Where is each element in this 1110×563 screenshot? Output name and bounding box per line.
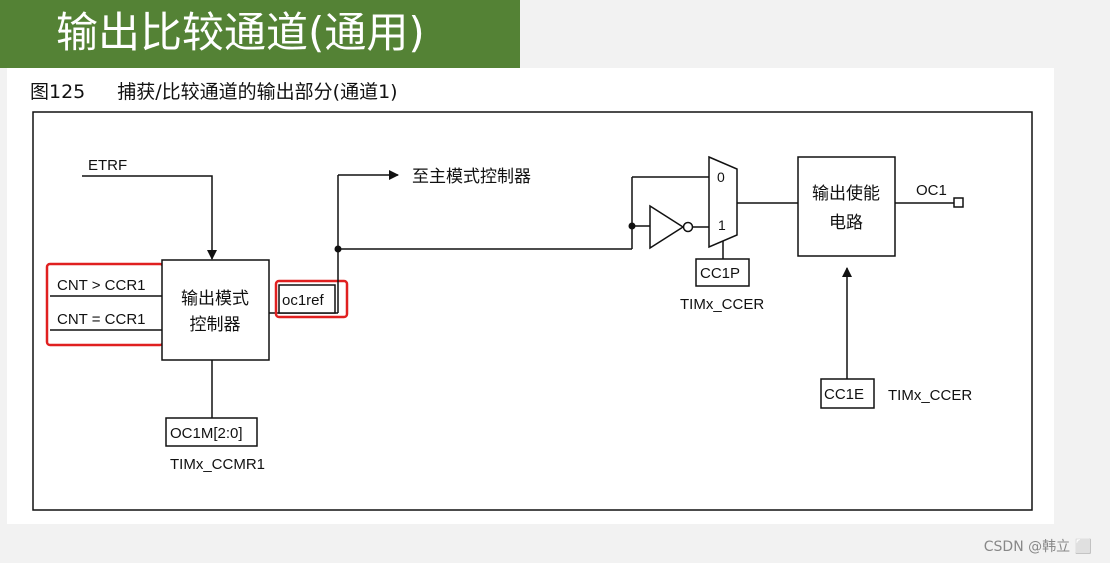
- enable-circuit-label-2: 电路: [829, 213, 863, 233]
- watermark: CSDN @韩立 ⬜: [983, 539, 1092, 555]
- figure-caption-text: 捕获/比较通道的输出部分(通道1): [117, 81, 398, 103]
- mode-controller-label-1: 输出模式: [181, 289, 249, 309]
- cc1p-box: [695, 258, 750, 287]
- oc1ref-box: [278, 284, 336, 314]
- ccer-label-1: TIMx_CCER: [680, 296, 764, 313]
- page-title: 输出比较通道(通用): [56, 8, 425, 57]
- ccmr1-label: TIMx_CCMR1: [170, 456, 265, 473]
- oc1ref-highlight-box: [274, 279, 349, 319]
- mux-input-0-label: 0: [717, 169, 725, 185]
- oc1-pin: [953, 197, 964, 208]
- cc1e-box: [820, 378, 875, 409]
- inverter-gate: [649, 204, 685, 250]
- oc1m-label: OC1M[2:0]: [170, 425, 243, 442]
- oc1m-box: [165, 417, 258, 447]
- mux-input-1-label: 1: [718, 217, 726, 233]
- ccer-label-2: TIMx_CCER: [888, 387, 972, 404]
- inverter-bubble: [682, 221, 694, 233]
- oc1ref-label: oc1ref: [282, 292, 325, 309]
- mode-controller-label-2: 控制器: [190, 315, 241, 335]
- diagram-frame: [32, 111, 1033, 511]
- cnt-gt-label: CNT > CCR1: [57, 277, 146, 294]
- etrf-label: ETRF: [88, 157, 127, 174]
- output-mode-controller: [161, 259, 270, 361]
- cc1e-label: CC1E: [824, 386, 864, 403]
- title-banner: 输出比较通道(通用): [0, 0, 520, 68]
- enable-circuit-label-1: 输出使能: [812, 183, 880, 204]
- polarity-mux: [708, 155, 738, 249]
- to-master-label: 至主模式控制器: [412, 167, 531, 187]
- oc1-label: OC1: [916, 182, 947, 199]
- etrf-wire: [82, 175, 217, 260]
- figure-caption: 图125 捕获/比较通道的输出部分(通道1): [30, 77, 398, 104]
- figure-number: 图125: [30, 81, 86, 103]
- output-enable-circuit: [797, 156, 896, 257]
- cc1p-label: CC1P: [700, 265, 740, 282]
- cnt-eq-label: CNT = CCR1: [57, 311, 146, 328]
